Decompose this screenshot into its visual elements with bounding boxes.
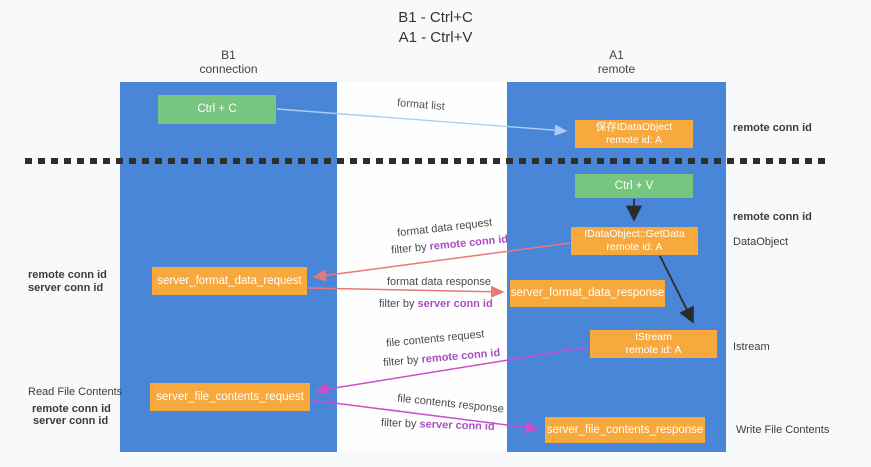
save-idataobject-line1: 保存IDataObject [595, 121, 673, 133]
title-line-1: B1 - Ctrl+C [398, 9, 473, 26]
filter-by-server-conn-id-label-1: filter by server conn id [379, 298, 493, 310]
right-istream-label: Istream [733, 341, 770, 353]
server-file-contents-request-label: server_file_contents_request [156, 390, 304, 403]
ctrl-v-box: Ctrl + V [575, 174, 693, 198]
ctrl-c-label: Ctrl + C [197, 103, 237, 115]
left-server-conn-id-mid: server conn id [28, 282, 104, 294]
save-idataobject-line2: remote id: A [605, 134, 663, 146]
left-column-header: B1 connection [120, 48, 337, 76]
istream-line1: IStream [635, 331, 672, 343]
format-data-response-label: format data response [387, 276, 491, 288]
getdata-line1: IDataObject::GetData [584, 228, 685, 240]
left-server-conn-id-bottom: server conn id [33, 415, 109, 427]
dashed-separator-line [25, 158, 830, 164]
server-conn-id-text: server conn id [419, 418, 495, 433]
right-column-sub: remote [597, 62, 636, 76]
right-column-name: A1 [609, 48, 624, 62]
getdata-line2: remote id: A [606, 241, 663, 253]
idataobject-getdata-box: IDataObject::GetData remote id: A [571, 227, 698, 255]
server-file-contents-request-box: server_file_contents_request [150, 383, 310, 411]
left-column-name: B1 [221, 48, 236, 62]
ctrl-v-label: Ctrl + V [614, 179, 654, 192]
server-format-data-request-label: server_format_data_request [157, 274, 302, 287]
istream-box: IStream remote id: A [590, 330, 717, 358]
server-format-data-request-box: server_format_data_request [152, 267, 307, 295]
server-format-data-response-box: server_format_data_response [510, 280, 665, 307]
right-dataobject-label: DataObject [733, 236, 789, 248]
right-column-header: A1 remote [507, 48, 726, 76]
left-read-file-contents-label: Read File Contents [28, 386, 123, 398]
diagram-title: B1 - Ctrl+C A1 - Ctrl+V [0, 8, 871, 48]
server-file-contents-response-box: server_file_contents_response [545, 417, 705, 443]
filter-by-text: filter by [379, 298, 418, 310]
left-remote-conn-id-mid: remote conn id [28, 269, 107, 281]
server-file-contents-response-label: server_file_contents_response [546, 423, 704, 436]
server-format-data-response-label: server_format_data_response [510, 287, 665, 299]
left-remote-conn-id-bottom: remote conn id [32, 403, 111, 415]
ctrl-c-box: Ctrl + C [158, 95, 276, 124]
save-idataobject-box: 保存IDataObject remote id: A [575, 120, 693, 148]
server-conn-id-text: server conn id [417, 298, 493, 310]
right-remote-conn-id-top: remote conn id [733, 122, 812, 134]
istream-line2: remote id: A [625, 344, 682, 356]
right-write-file-contents-label: Write File Contents [736, 424, 830, 436]
left-column-sub: connection [199, 62, 258, 76]
right-remote-conn-id-mid: remote conn id [733, 211, 812, 223]
title-line-2: A1 - Ctrl+V [398, 29, 473, 46]
filter-by-text: filter by [380, 417, 420, 431]
